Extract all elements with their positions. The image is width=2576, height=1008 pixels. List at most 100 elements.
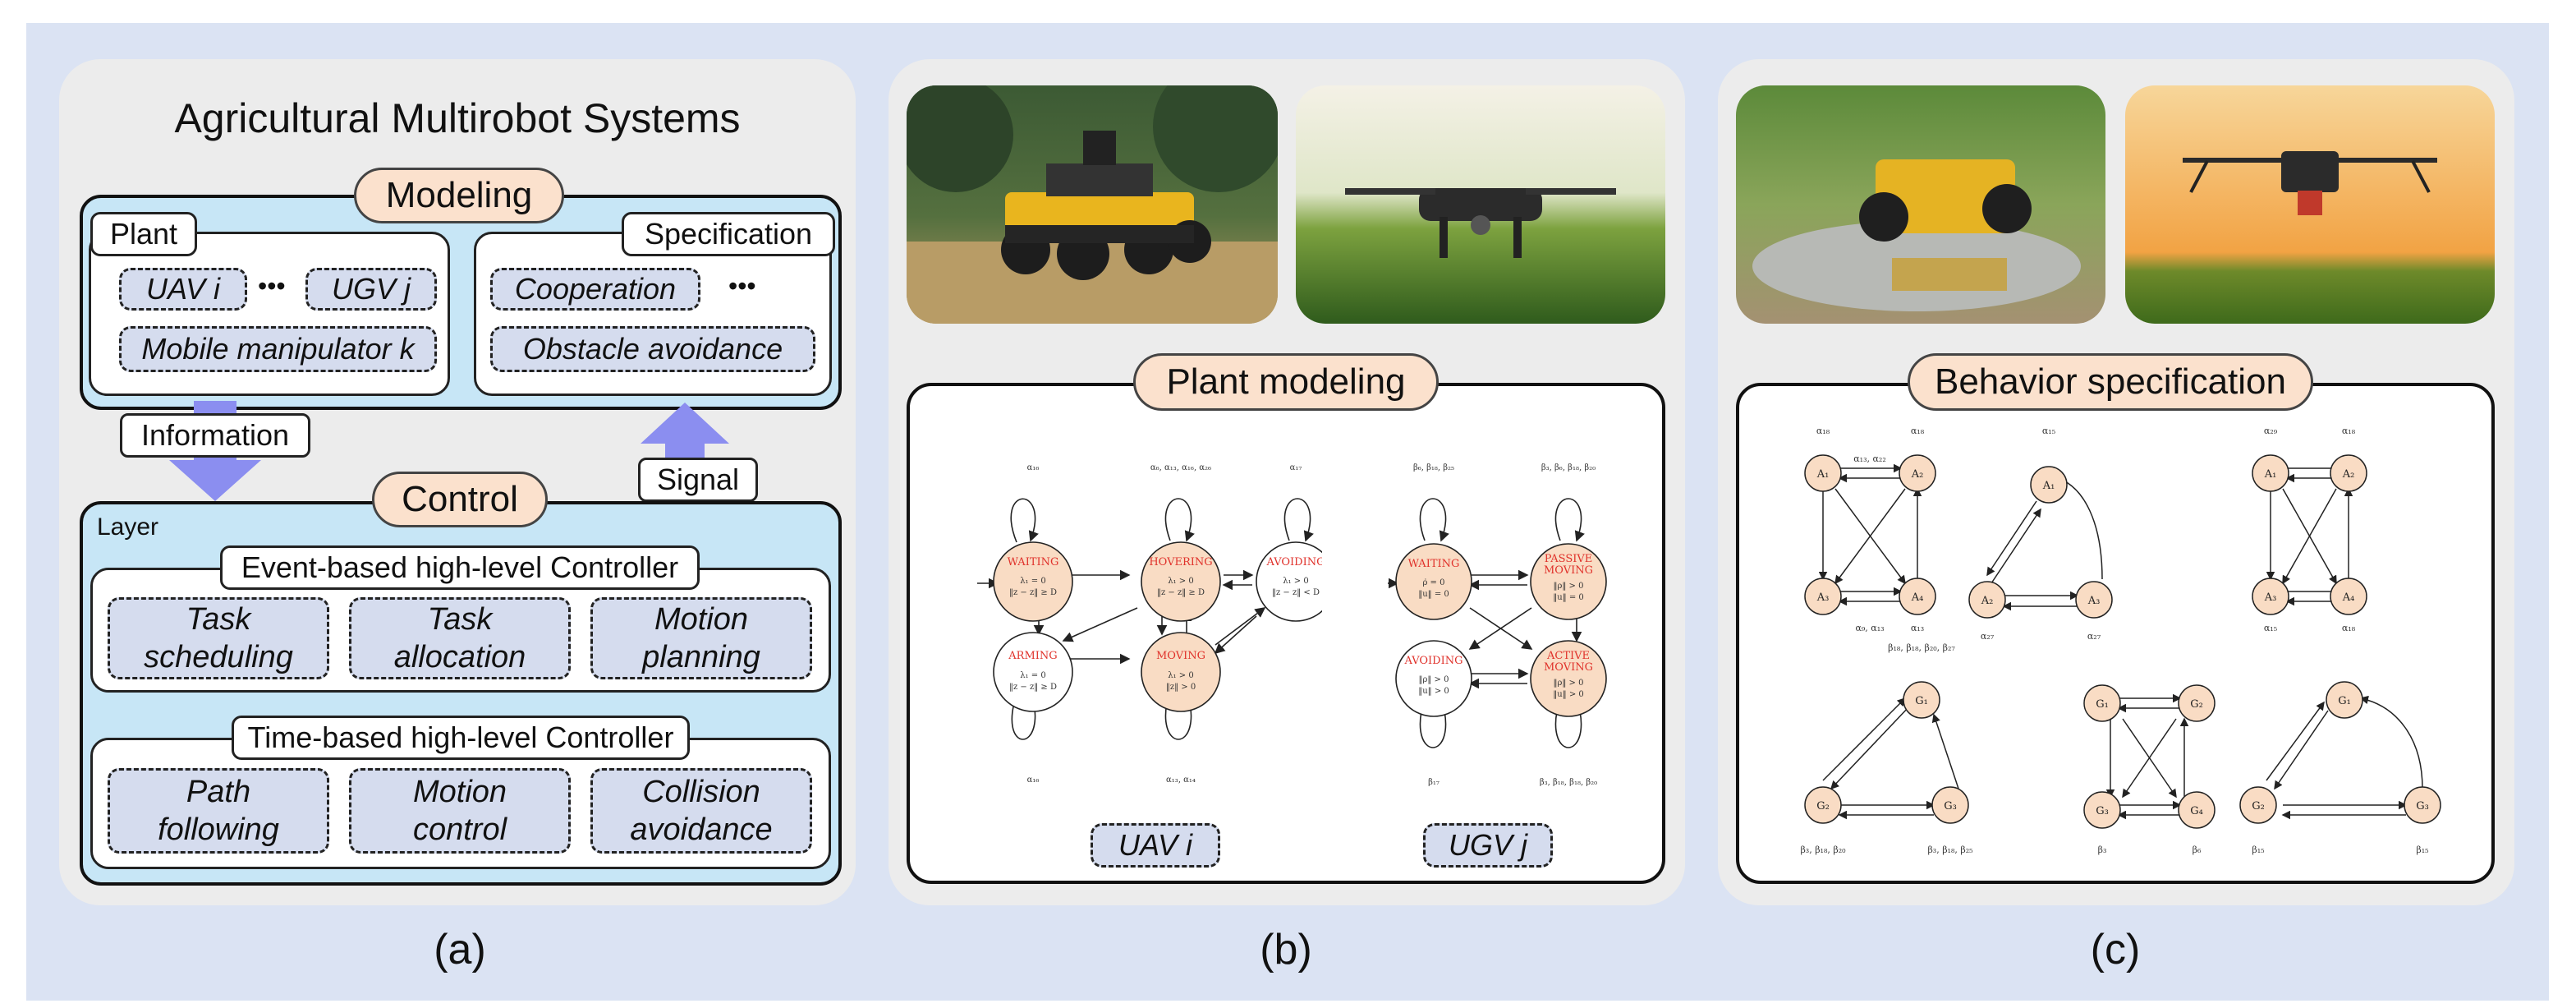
ugv-photo <box>907 85 1278 324</box>
svg-text:G₂: G₂ <box>2190 698 2203 711</box>
svg-text:α₆, α₁₃, α₁₆, α₂₆: α₆, α₁₃, α₁₆, α₂₆ <box>1150 463 1211 472</box>
path-following-box: Path following <box>108 768 329 854</box>
svg-text:G₃: G₃ <box>1944 800 1957 812</box>
svg-text:β₁₅: β₁₅ <box>2416 845 2428 855</box>
svg-text:‖u‖ = 0: ‖u‖ = 0 <box>1553 593 1584 602</box>
uav-i-box: UAV i <box>119 268 247 311</box>
svg-text:β₁₅: β₁₅ <box>2252 845 2264 855</box>
svg-text:‖z − z‖ < D: ‖z − z‖ < D <box>1272 588 1320 597</box>
uav-i-label: UAV i <box>1091 823 1220 868</box>
svg-text:G₄: G₄ <box>2190 805 2203 817</box>
ugv-state-avoiding: AVOIDING <box>1403 655 1462 667</box>
ugv-j-label: UGV j <box>1423 823 1553 868</box>
ugv-j-box: UGV j <box>305 268 437 311</box>
svg-text:α₁₇: α₁₇ <box>1290 463 1302 472</box>
svg-text:A₃: A₃ <box>1816 591 1830 604</box>
svg-text:β₃, β₁₈, β₂₅: β₃, β₁₈, β₂₅ <box>1927 845 1972 855</box>
svg-text:λ₁ = 0: λ₁ = 0 <box>1020 671 1045 680</box>
svg-text:λ₁ > 0: λ₁ > 0 <box>1168 671 1193 680</box>
svg-text:A₄: A₄ <box>2342 591 2355 604</box>
svg-text:A₂: A₂ <box>1981 595 1994 607</box>
mobile-manipulator-box: Mobile manipulator k <box>119 326 437 372</box>
uav-state-waiting: WAITING <box>1008 556 1059 568</box>
svg-text:α₁₈: α₁₈ <box>2342 426 2356 436</box>
uav-state-avoiding: AVOIDING <box>1265 556 1322 568</box>
svg-text:α₁₈: α₁₈ <box>1816 426 1830 436</box>
svg-text:A₃: A₃ <box>2087 595 2101 607</box>
ugv-automaton: WAITING PASSIVE MOVING AVOIDING ACTIVE M… <box>1388 463 1607 787</box>
svg-text:‖u‖ = 0: ‖u‖ = 0 <box>1418 590 1449 599</box>
svg-text:‖ρ‖ > 0: ‖ρ‖ > 0 <box>1419 675 1449 684</box>
ugv-state-active-moving: ACTIVE <box>1546 650 1590 662</box>
svg-text:β₆: β₆ <box>2193 845 2202 855</box>
uav-photo <box>1296 85 1665 324</box>
svg-text:G₂: G₂ <box>2252 800 2265 812</box>
specification-label: Specification <box>622 212 835 256</box>
layer-label: Layer <box>97 513 159 541</box>
caption-c: (c) <box>2090 926 2141 973</box>
svg-text:MOVING: MOVING <box>1544 661 1593 674</box>
svg-text:λ₁ > 0: λ₁ > 0 <box>1283 577 1308 586</box>
svg-text:λ₁ = 0: λ₁ = 0 <box>1020 577 1045 586</box>
svg-text:α₂₇: α₂₇ <box>2087 631 2101 642</box>
uav-state-hovering: HOVERING <box>1149 556 1212 568</box>
cooperation-box: Cooperation <box>490 268 700 311</box>
svg-text:‖ρ‖ > 0: ‖ρ‖ > 0 <box>1554 582 1584 591</box>
behavior-specification-label: Behavior specification <box>1908 353 2313 411</box>
task-scheduling-box: Task scheduling <box>108 597 329 679</box>
ugv-state-passive-moving: PASSIVE <box>1545 553 1593 565</box>
motion-planning-box: Motion planning <box>590 597 812 679</box>
plant-label: Plant <box>90 212 197 256</box>
svg-text:α₂₇: α₂₇ <box>1981 631 1995 642</box>
svg-text:G₁: G₁ <box>2096 698 2109 711</box>
svg-text:A₁: A₁ <box>2042 480 2055 492</box>
motion-control-box: Motion control <box>349 768 571 854</box>
panel-a-title: Agricultural Multirobot Systems <box>174 95 741 141</box>
svg-text:A₃: A₃ <box>2264 591 2277 604</box>
event-controller-label: Event-based high-level Controller <box>220 545 700 590</box>
information-label: Information <box>120 413 310 458</box>
time-controller-label: Time-based high-level Controller <box>232 716 690 760</box>
ugv-state-waiting: WAITING <box>1408 558 1460 570</box>
svg-text:A₂: A₂ <box>1911 468 1924 481</box>
svg-text:α₁₈: α₁₈ <box>1911 426 1925 436</box>
ugv-puddle-photo <box>1736 85 2105 324</box>
svg-text:α₁₃, α₂₂: α₁₃, α₂₂ <box>1853 453 1886 464</box>
svg-text:‖u‖ > 0: ‖u‖ > 0 <box>1553 690 1584 699</box>
svg-text:β₆, β₁₈, β₂₅: β₆, β₁₈, β₂₅ <box>1413 463 1454 472</box>
svg-text:MOVING: MOVING <box>1544 564 1593 577</box>
uav-state-moving: MOVING <box>1156 650 1205 662</box>
svg-text:ρ̇ = 0: ρ̇ = 0 <box>1423 578 1445 587</box>
svg-text:α₁₃, α₁₄: α₁₃, α₁₄ <box>1166 776 1196 785</box>
uav-automaton: WAITING HOVERING AVOIDING ARMING MOVING … <box>977 463 1322 785</box>
svg-text:G₁: G₁ <box>2338 695 2351 707</box>
svg-text:α₁₃: α₁₃ <box>1911 623 1924 633</box>
svg-text:A₄: A₄ <box>1911 591 1924 604</box>
svg-text:α₂₉: α₂₉ <box>2264 426 2278 436</box>
modeling-label: Modeling <box>354 168 564 223</box>
plant-modeling-label: Plant modeling <box>1133 353 1439 411</box>
control-label: Control <box>372 472 548 527</box>
obstacle-avoidance-box: Obstacle avoidance <box>490 326 815 372</box>
svg-text:β₃, β₁₈, β₂₀: β₃, β₁₈, β₂₀ <box>1800 845 1846 855</box>
svg-text:λ₁ > 0: λ₁ > 0 <box>1168 577 1193 586</box>
svg-text:‖u‖ > 0: ‖u‖ > 0 <box>1418 687 1449 696</box>
svg-text:A₁: A₁ <box>1816 468 1830 481</box>
signal-label: Signal <box>638 458 758 502</box>
svg-text:α₁₈: α₁₈ <box>2342 623 2356 633</box>
svg-text:G₂: G₂ <box>1816 800 1830 812</box>
svg-text:β₃, β₁₈, β₁₈, β₂₀: β₃, β₁₈, β₁₈, β₂₀ <box>1540 778 1597 787</box>
svg-text:A₂: A₂ <box>2342 468 2355 481</box>
svg-text:α₁₆: α₁₆ <box>1027 463 1040 472</box>
svg-text:A₁: A₁ <box>2264 468 2277 481</box>
svg-text:β₁₇: β₁₇ <box>1428 778 1440 787</box>
spray-drone-photo <box>2125 85 2495 324</box>
collision-avoidance-box: Collision avoidance <box>590 768 812 854</box>
svg-text:‖z − z‖ ≥ D: ‖z − z‖ ≥ D <box>1157 588 1205 597</box>
task-allocation-box: Task allocation <box>349 597 571 679</box>
svg-text:‖z − z‖ ≥ D: ‖z − z‖ ≥ D <box>1009 588 1057 597</box>
svg-text:‖z‖ > 0: ‖z‖ > 0 <box>1166 683 1196 692</box>
caption-a: (a) <box>434 926 486 973</box>
uav-state-arming: ARMING <box>1008 650 1057 662</box>
svg-text:G₃: G₃ <box>2096 805 2109 817</box>
